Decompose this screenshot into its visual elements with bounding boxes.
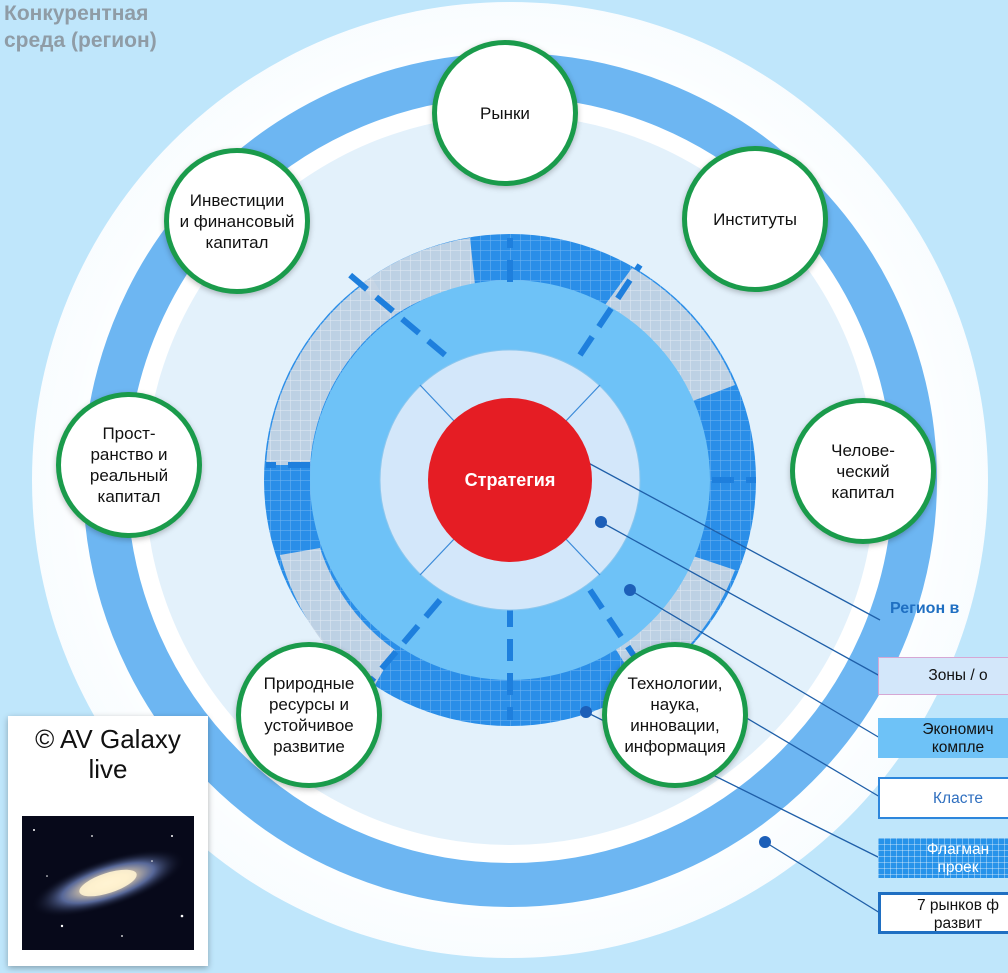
legend-zones: Зоны / о bbox=[878, 657, 1008, 695]
legend-seven-markets: 7 рынков ф развит bbox=[878, 892, 1008, 934]
legend-flagship-projects: Флагман проек bbox=[878, 838, 1008, 878]
legend-clusters: Класте bbox=[878, 777, 1008, 819]
credit-text: © AV Galaxy live bbox=[35, 724, 181, 784]
node-space-capital: Прост- ранство и реальный капитал bbox=[56, 392, 202, 538]
node-institutions: Институты bbox=[682, 146, 828, 292]
legend-header: Регион в bbox=[890, 600, 960, 617]
galaxy-image bbox=[22, 816, 194, 950]
diagram-title: Конкурентная среда (регион) bbox=[4, 2, 157, 52]
node-natural-resources: Природные ресурсы и устойчивое развитие bbox=[236, 642, 382, 788]
node-investments: Инвестиции и финансовый капитал bbox=[164, 148, 310, 294]
strategy-core: Стратегия bbox=[428, 398, 592, 562]
node-human-capital: Челове- ческий капитал bbox=[790, 398, 936, 544]
credit-box: © AV Galaxy live bbox=[8, 716, 208, 966]
legend-economic-complexes: Экономич компле bbox=[878, 718, 1008, 758]
node-markets: Рынки bbox=[432, 40, 578, 186]
node-technologies: Технологии, наука, инновации, информация bbox=[602, 642, 748, 788]
